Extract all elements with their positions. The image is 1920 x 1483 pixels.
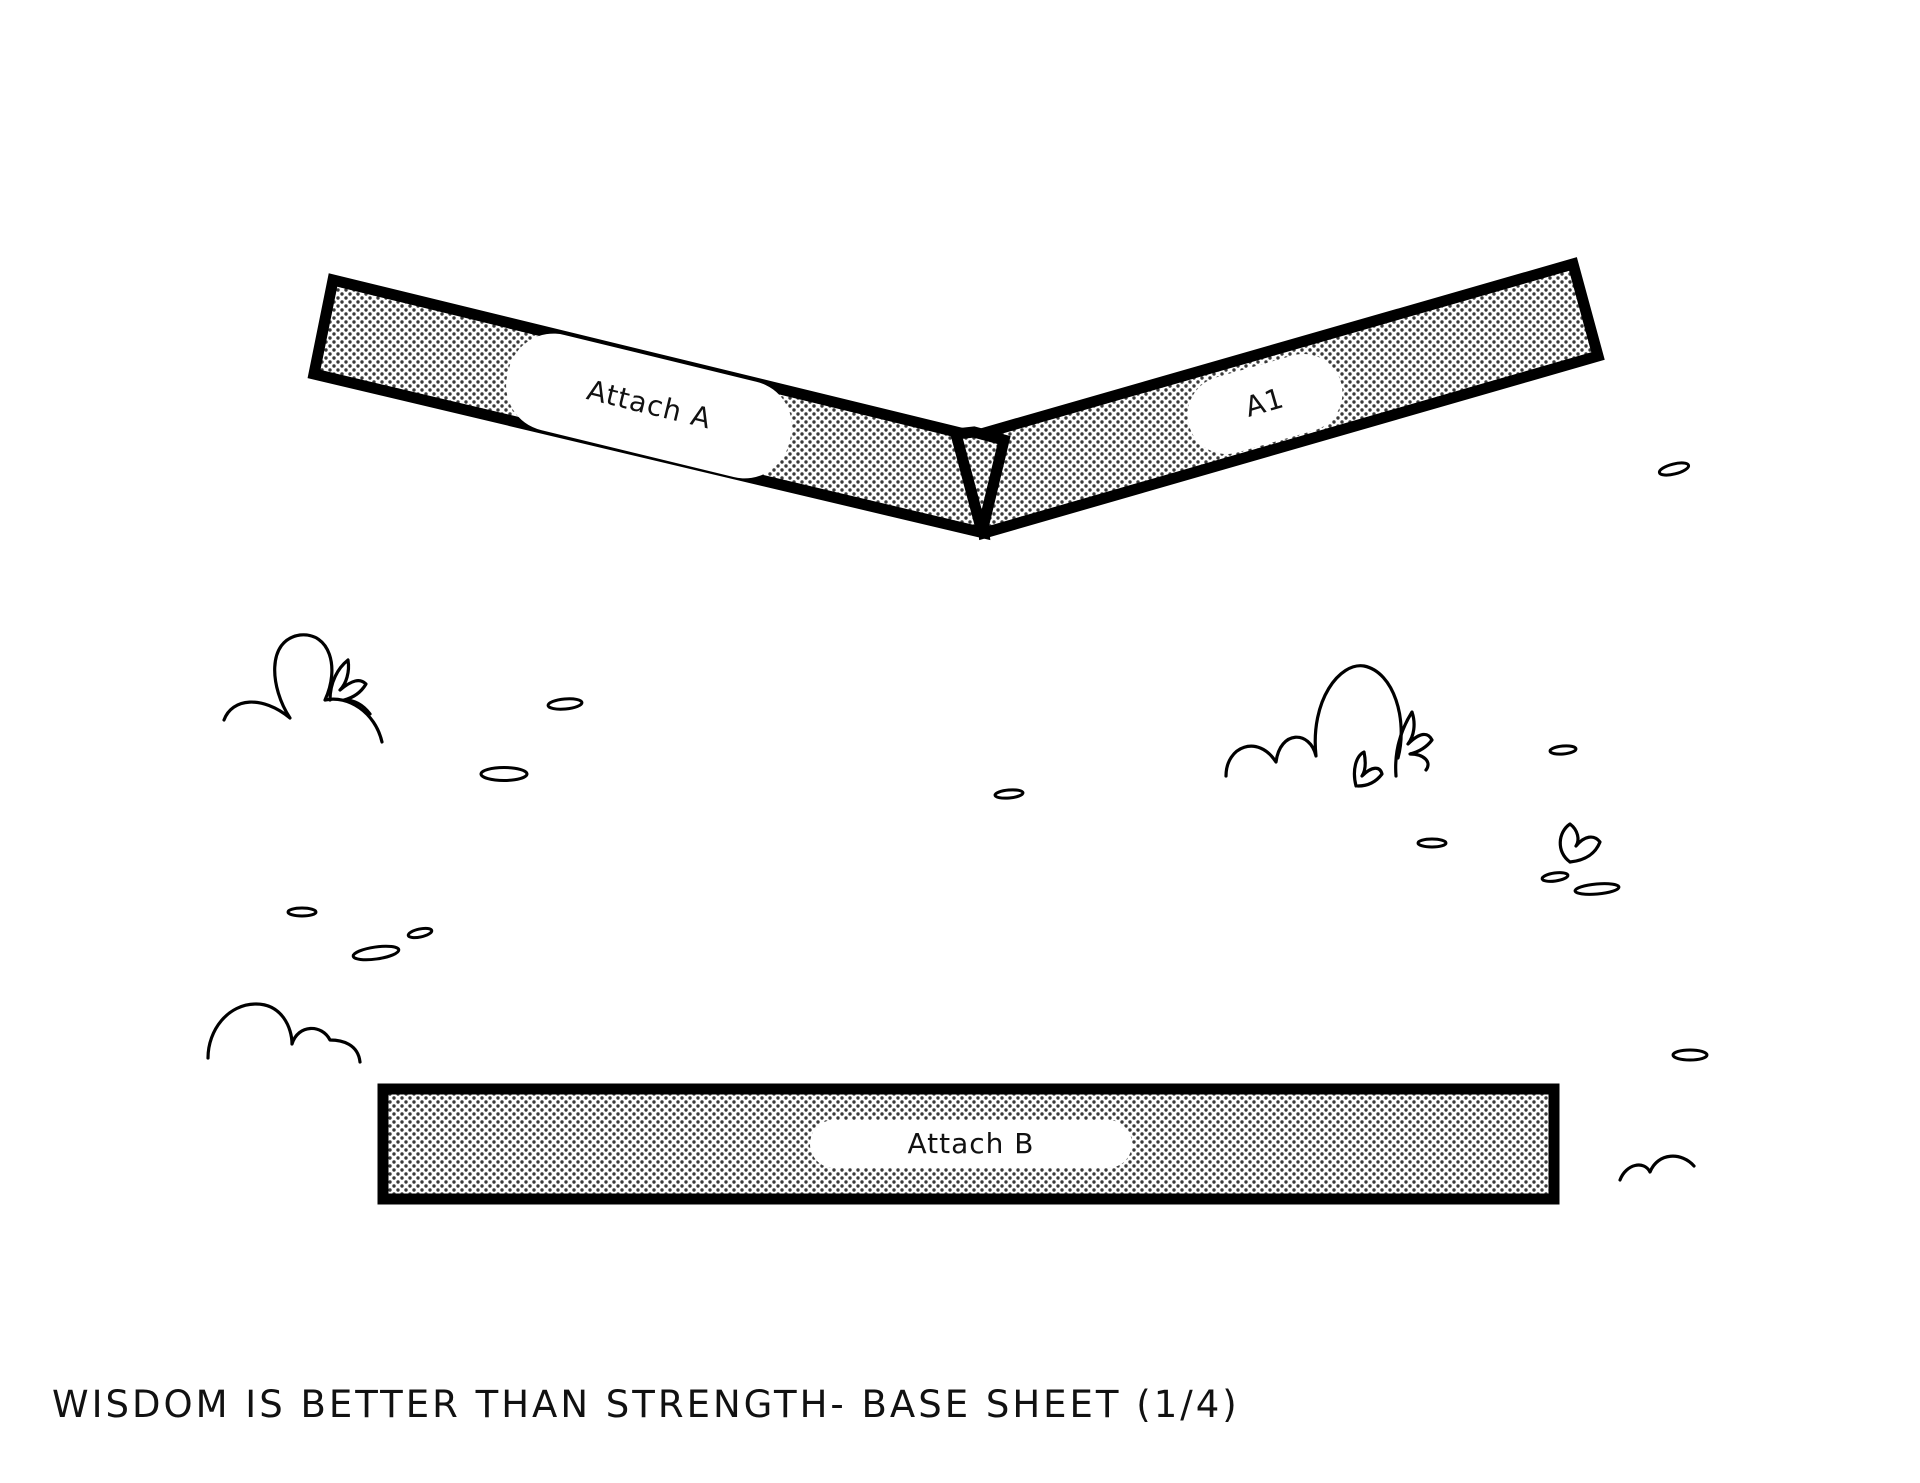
- pebble: [286, 906, 318, 918]
- pebble: [546, 697, 584, 711]
- pebble: [1548, 744, 1578, 756]
- bush-doodle: [206, 1002, 362, 1064]
- pebble: [351, 944, 401, 962]
- pebble: [406, 926, 434, 940]
- bush-doodle: [1618, 1154, 1696, 1182]
- leaf-sprig-doodle: [1394, 710, 1434, 778]
- leaf-sprig-doodle: [1352, 750, 1384, 788]
- pebble: [479, 766, 529, 782]
- pebble: [1671, 1048, 1709, 1062]
- bush-doodle: [222, 633, 384, 744]
- pebble: [1573, 882, 1621, 896]
- strip-a1: A1: [968, 257, 1605, 541]
- fold-joint: [949, 426, 1011, 534]
- pebble: [1416, 837, 1448, 849]
- bush-doodle: [1224, 664, 1403, 778]
- strip-attach-a: Attach A: [307, 273, 991, 541]
- pebble: [1540, 871, 1570, 883]
- pebble: [1657, 461, 1691, 477]
- leaf-sprig-doodle: [1558, 822, 1602, 864]
- sheet-caption: WISDOM IS BETTER THAN STRENGTH- BASE SHE…: [52, 1383, 1240, 1426]
- leaf-sprig-doodle: [328, 658, 372, 716]
- strip-label-attach-b: Attach B: [907, 1127, 1034, 1160]
- strip-attach-b: Attach B: [377, 1083, 1560, 1205]
- pebbles: [286, 461, 1709, 1062]
- pebble: [993, 788, 1025, 800]
